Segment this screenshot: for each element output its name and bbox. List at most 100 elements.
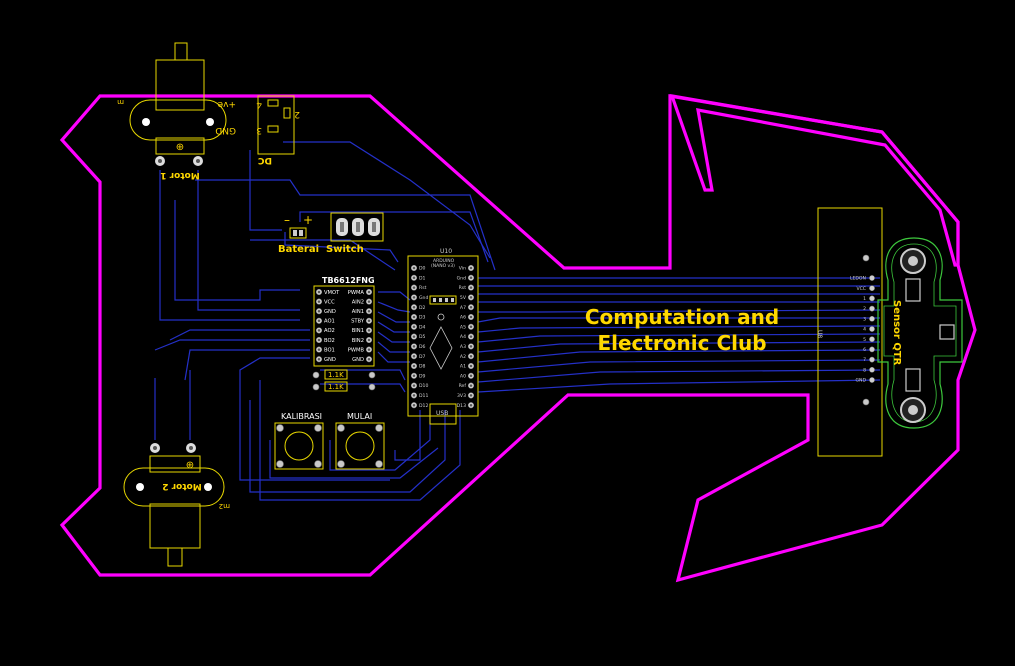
kalibrasi-label: KALIBRASI: [281, 412, 322, 421]
arduino-pin-right-label: A7: [460, 305, 466, 311]
sensor-pin-pad: [869, 315, 875, 322]
arduino-pin-right-label: 3V3: [457, 393, 466, 399]
sensor-pin-label: 1: [863, 296, 866, 302]
battery-switch: – + Baterai Switch: [278, 212, 384, 255]
button-kalibrasi: KALIBRASI: [274, 412, 324, 470]
driver-pin-right-label: BIN1: [352, 328, 364, 334]
motor-1-label: Motor 1: [160, 170, 199, 180]
arduino-pin-right-pad-hole: [469, 364, 473, 368]
arduino-pin-left-pad-hole: [412, 296, 416, 299]
dc-gnd-label: GND: [215, 125, 236, 135]
arduino-name: ARDUINO: [433, 258, 455, 264]
sensor-pin-label: GND: [855, 378, 866, 384]
arduino-pin-left-pad-hole: [412, 384, 416, 387]
driver-pin-right-label: AIN2: [352, 299, 364, 305]
arduino-pin-right-pad-hole: [469, 335, 473, 338]
title-line-2: Electronic Club: [597, 331, 766, 355]
mulai-label: MULAI: [347, 412, 372, 421]
driver-label: TB6612FNG: [322, 276, 375, 285]
arduino-pin-left-label: D9: [419, 373, 426, 379]
arduino-pin-right-label: Rst: [459, 285, 467, 291]
arduino-pin-right-label: D13: [457, 403, 466, 409]
arduino-pin-left-label: D7: [419, 354, 426, 360]
motor-1-ref: m: [117, 98, 124, 106]
arduino-pin-left-label: D5: [419, 334, 426, 340]
component-pins: VMOTVCCGNDAO1AO2BO2BO1GNDPWMAAIN2AIN1STB…: [315, 264, 875, 409]
arduino-pin-right-pad-hole: [469, 296, 473, 299]
arduino-pin-left-label: D4: [419, 324, 426, 330]
sensor-pin-pad: [869, 336, 875, 343]
arduino-pin-left-pad-hole: [412, 364, 416, 368]
driver-pin-left-pad-hole: [317, 309, 321, 313]
sensor-pin-pad: [869, 275, 875, 281]
sensor-pin-label: LEDON: [850, 276, 866, 282]
driver-pin-right-label: GND: [352, 357, 364, 363]
arduino-pin-left-pad-hole: [412, 403, 416, 407]
baterai-minus: –: [284, 213, 290, 227]
arduino-pin-left-pad-hole: [412, 305, 416, 309]
board-outline-notch: [669, 93, 960, 267]
arduino-pin-right-pad-hole: [469, 266, 473, 270]
resistor-1-label: 1.1K: [328, 371, 344, 379]
driver-pin-right-label: BIN2: [352, 338, 364, 344]
arduino-pin-left-pad-hole: [412, 354, 416, 358]
arduino-pin-left-label: Rst: [419, 285, 427, 291]
sensor-pin-pad: [869, 346, 875, 353]
driver-pin-left-label: VCC: [324, 299, 335, 305]
driver-pin-left-pad-hole: [317, 300, 321, 303]
sensor-pin-pad: [869, 295, 875, 302]
arduino-pin-left-label: D10: [419, 383, 428, 389]
driver-pin-left-pad-hole: [317, 319, 321, 323]
arduino-pin-right-pad-hole: [469, 345, 473, 348]
driver-pin-right-pad-hole: [367, 357, 371, 361]
sensor-pin-label: 7: [863, 357, 866, 363]
switch-label: Switch: [326, 244, 364, 255]
driver-pin-right-pad-hole: [367, 319, 371, 323]
motor-1: ⊕ Motor 1 m: [117, 42, 227, 180]
driver-pin-left-pad-hole: [317, 329, 321, 332]
arduino-pin-right-pad-hole: [469, 315, 473, 319]
button-mulai: MULAI: [335, 412, 385, 470]
driver-pin-left-label: VMOT: [324, 290, 340, 296]
driver-pin-left-label: GND: [324, 357, 336, 363]
arduino-pin-left-pad-hole: [412, 345, 416, 348]
baterai-label: Baterai: [278, 244, 319, 255]
driver-pin-right-pad-hole: [367, 309, 371, 313]
sensor-pin-label: VCC: [856, 286, 866, 292]
arduino-pin-right-pad-hole: [469, 394, 473, 397]
arduino-pin-right-label: A1: [460, 364, 466, 370]
driver-pin-right-pad-hole: [367, 300, 371, 303]
dc-pin2: 2: [294, 109, 300, 119]
arduino-pin-left-pad-hole: [412, 325, 416, 329]
dc-pin3: 3: [256, 125, 262, 135]
driver-pin-left-pad-hole: [317, 357, 321, 361]
driver-pin-right-label: PWMA: [348, 290, 365, 296]
arduino-pin-left-label: D8: [419, 364, 426, 370]
sensor-pin-label: 2: [863, 306, 866, 312]
usb-label: USB: [436, 410, 448, 417]
sensor-pin-label: 6: [863, 347, 866, 353]
arduino-pin-right-pad-hole: [469, 305, 473, 309]
sensor-qtr: U8 Sensor QTR: [816, 207, 963, 457]
dc-pin4: 4: [256, 99, 262, 109]
arduino-pin-right-label: Ref: [459, 383, 467, 389]
driver-pin-right-pad-hole: [367, 348, 371, 351]
sensor-label: Sensor QTR: [891, 300, 902, 366]
arduino-pin-left-pad-hole: [412, 276, 416, 280]
arduino-pin-left-label: D6: [419, 344, 426, 350]
dc-ve-label: +ve: [217, 99, 236, 109]
sensor-pin-pad: [869, 377, 875, 383]
arduino-pin-left-label: D1: [419, 275, 426, 281]
title-line-1: Computation and: [585, 305, 779, 329]
sensor-pin-label: 3: [863, 316, 866, 322]
arduino-pin-left-pad-hole: [412, 286, 416, 289]
sensor-pin-pad: [869, 366, 875, 373]
sensor-module: [877, 237, 963, 429]
arduino-pin-right-pad-hole: [469, 374, 473, 378]
dc-label: DC: [258, 155, 272, 165]
arduino-sub: (NANO v3): [431, 263, 455, 269]
driver-pin-left-pad-hole: [317, 338, 321, 342]
arduino-pin-left-label: D11: [419, 393, 428, 399]
driver-pin-left-label: AO2: [324, 328, 335, 334]
driver-pin-left-pad-hole: [317, 290, 321, 294]
